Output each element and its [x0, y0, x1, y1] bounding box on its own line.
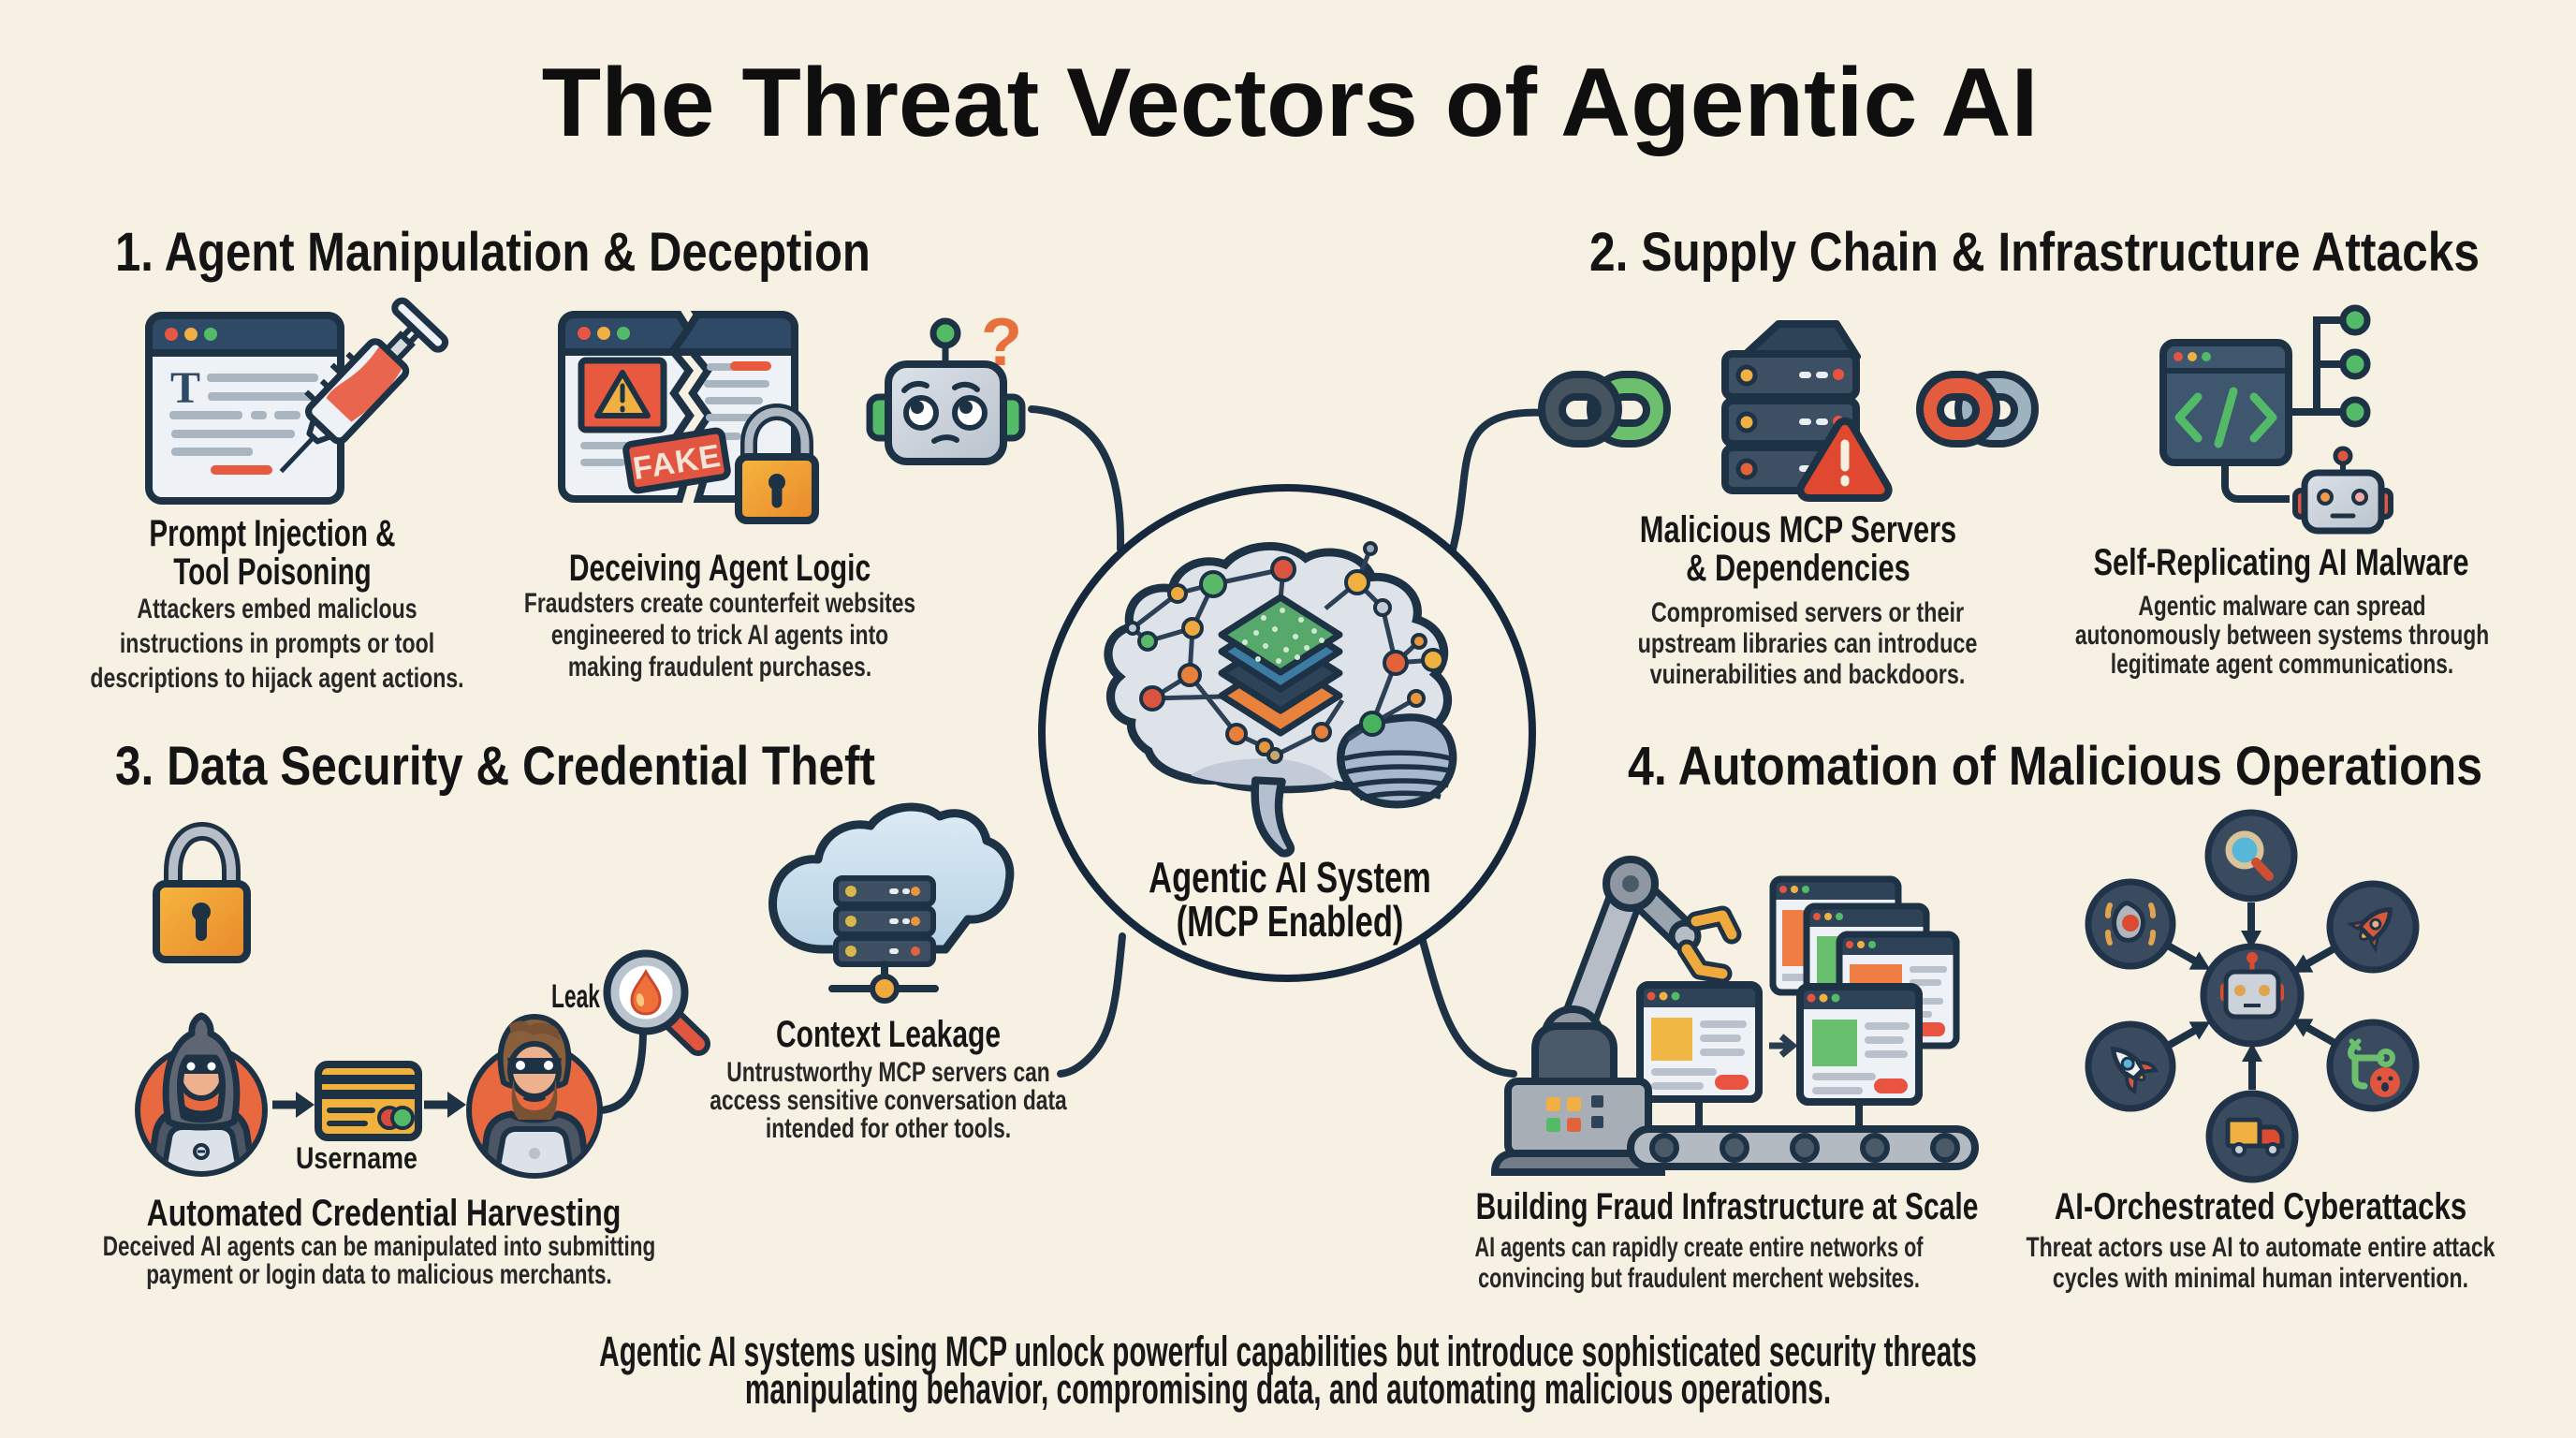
svg-text:Leak: Leak: [551, 978, 600, 1015]
svg-text:Username: Username: [296, 1141, 417, 1175]
svg-text:T: T: [170, 363, 200, 413]
